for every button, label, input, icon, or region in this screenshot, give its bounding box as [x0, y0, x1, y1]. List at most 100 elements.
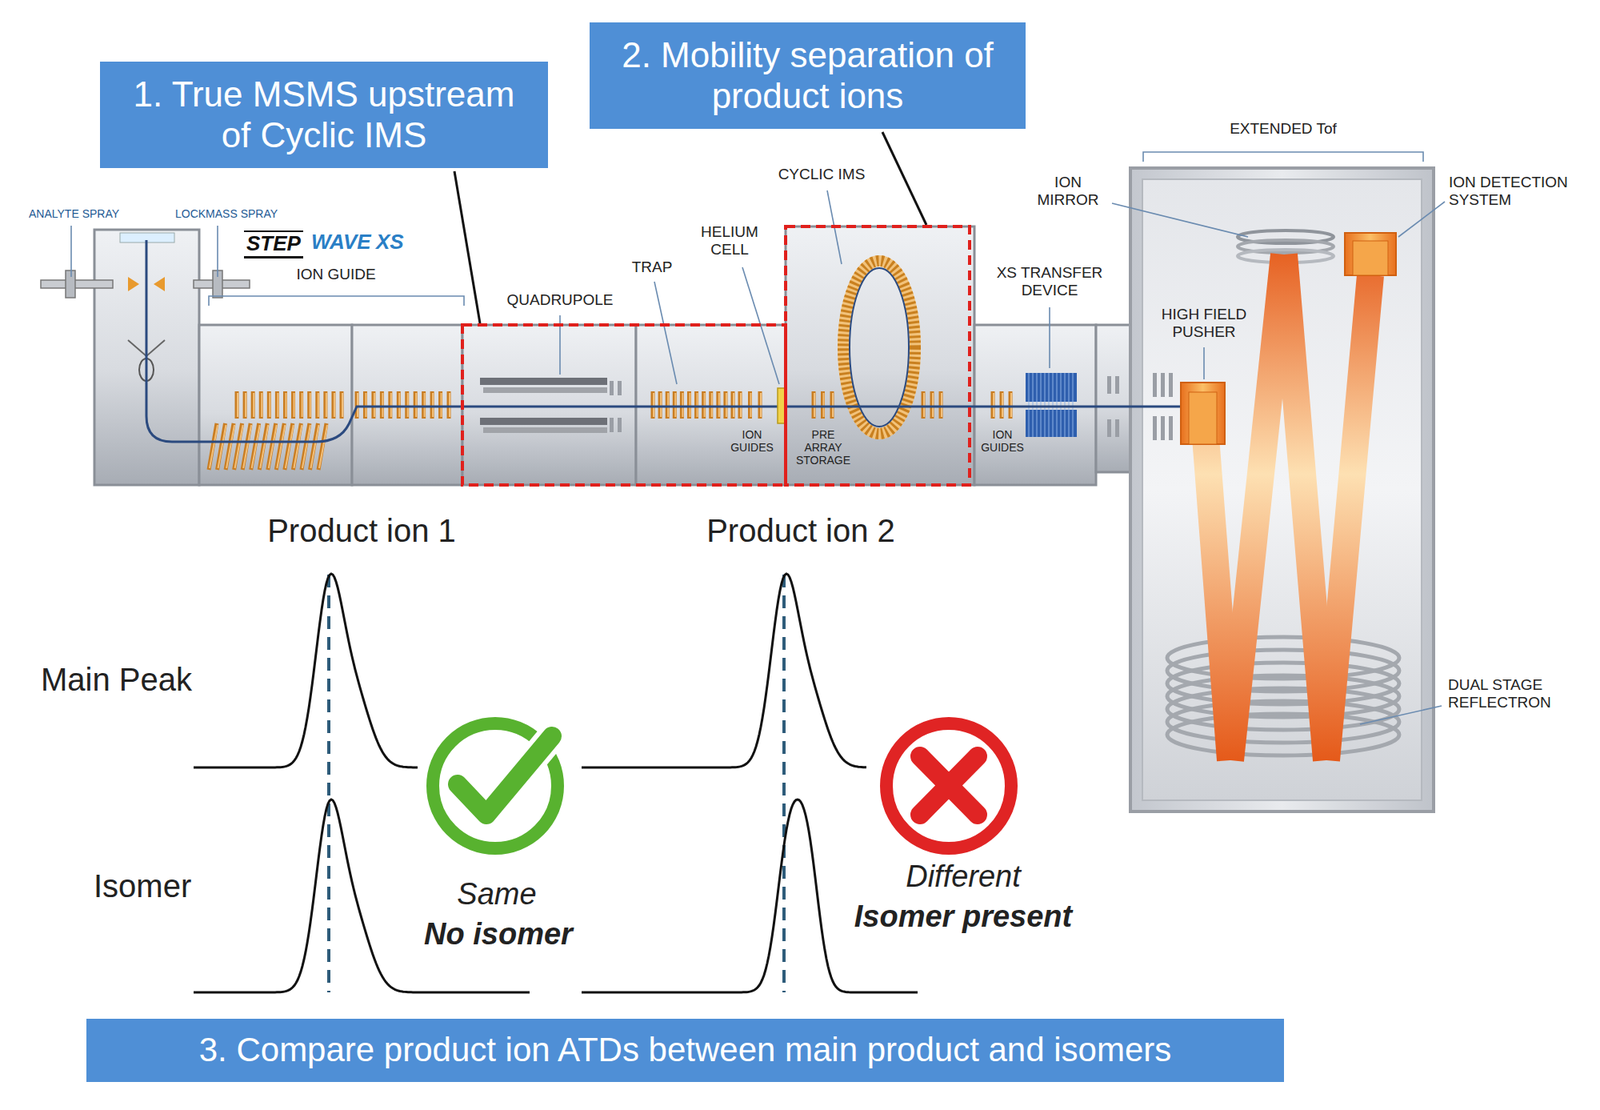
ring-electrodes: [340, 391, 344, 419]
plot-label: Same: [456, 876, 536, 912]
vacuum-housing: [974, 324, 1096, 485]
high-field-pusher: [1180, 382, 1225, 444]
leader-line: [216, 225, 219, 277]
lens-plates: [1160, 372, 1165, 397]
ring-electrodes: [390, 392, 392, 417]
ring-electrodes: [660, 392, 662, 417]
plot-label: Product ion 1: [267, 512, 456, 549]
ring-electrodes: [235, 391, 240, 419]
ring-electrodes: [292, 423, 301, 470]
transfer-device: [1064, 372, 1066, 437]
ring-electrodes: [318, 423, 327, 470]
ring-electrodes: [1010, 392, 1012, 417]
part-label: QUADRUPOLE: [506, 291, 613, 309]
ring-electrodes: [651, 391, 656, 419]
ring-electrodes: [293, 424, 302, 468]
ring-electrodes: [252, 392, 255, 417]
part-label: ION MIRROR: [1028, 173, 1108, 209]
ring-electrodes: [696, 392, 699, 417]
ring-electrodes: [325, 392, 328, 417]
ring-electrodes: [672, 391, 677, 419]
ring-electrodes: [992, 391, 1012, 419]
ring-electrodes: [226, 424, 235, 468]
ring-electrodes: [930, 391, 935, 419]
ring-electrodes: [259, 391, 264, 419]
part-label: HIGH FIELD PUSHER: [1152, 305, 1256, 341]
part-label: ION DETECTION SYSTEM: [1448, 173, 1592, 209]
ring-electrodes: [820, 391, 825, 419]
cyclic-ims-ring: [843, 260, 916, 434]
ring-electrodes: [652, 392, 655, 417]
part-label: TRAP: [632, 258, 673, 276]
ring-electrodes: [243, 391, 248, 419]
transfer-device: [1025, 372, 1077, 437]
lens-plates: [1107, 419, 1112, 437]
ring-electrodes: [438, 391, 443, 419]
ring-electrodes: [244, 392, 247, 417]
ring-electrodes: [447, 391, 452, 419]
ring-electrodes: [723, 391, 728, 419]
ring-electrodes: [307, 391, 312, 419]
lens-plates: [1107, 376, 1112, 394]
ring-electrodes: [243, 424, 252, 468]
ring-electrodes: [407, 392, 409, 417]
leader-line: [654, 281, 677, 384]
ring-electrodes: [939, 391, 944, 419]
vacuum-housing: [1096, 324, 1131, 472]
ring-electrodes: [923, 391, 942, 419]
vacuum-housing: [785, 226, 975, 485]
ring-electrodes: [283, 391, 288, 419]
callout-box: 3. Compare product ion ATDs between main…: [86, 1018, 1284, 1082]
leader-line: [1048, 307, 1051, 368]
check-icon: [457, 736, 552, 815]
ring-electrodes: [658, 391, 663, 419]
ring-electrodes: [373, 392, 376, 417]
transfer-device: [1060, 372, 1062, 437]
ring-electrodes: [701, 391, 706, 419]
cyclic-ims-ring: [843, 260, 916, 434]
lens-plates: [617, 380, 622, 396]
callout-box: 2. Mobility separation of product ions: [589, 22, 1026, 129]
ring-electrodes: [991, 391, 996, 419]
dual-stage-reflectron: [1167, 662, 1400, 704]
ring-electrodes: [260, 392, 263, 417]
ring-electrodes: [284, 392, 287, 417]
leader-line: [70, 225, 72, 277]
ring-electrodes: [725, 392, 728, 417]
ring-electrodes: [259, 423, 268, 470]
dual-stage-reflectron: [1167, 649, 1400, 692]
vacuum-housing: [1142, 179, 1422, 800]
ring-electrodes: [1000, 391, 1004, 419]
cyclic-ims-ring: [843, 260, 916, 434]
spray-emitter: [40, 280, 113, 288]
ring-electrodes: [319, 424, 328, 468]
ring-electrodes: [667, 392, 669, 417]
ring-electrodes: [208, 423, 217, 470]
leader-line: [1203, 347, 1205, 380]
logo-text: XS: [376, 230, 404, 255]
source-label: ANALYTE SPRAY: [28, 207, 120, 220]
ring-electrodes: [268, 424, 277, 468]
ring-electrodes: [404, 391, 409, 419]
quadrupole-rods: [483, 387, 608, 393]
region-outline: [462, 324, 786, 485]
lens-plates: [1160, 416, 1165, 440]
ring-electrodes: [208, 423, 328, 470]
callout-text: 1. True MSMS upstream of Cyclic IMS: [114, 74, 534, 156]
arrival-time-peak: [193, 573, 418, 768]
cross-icon: [920, 756, 978, 815]
ring-electrodes: [932, 392, 934, 417]
ring-electrodes: [252, 424, 260, 468]
ring-electrodes: [276, 423, 284, 470]
ring-electrodes: [276, 392, 279, 417]
ion-beam: [146, 240, 1184, 442]
high-field-pusher: [1188, 392, 1217, 444]
ring-electrodes: [694, 391, 699, 419]
ring-electrodes: [823, 392, 825, 417]
cross-icon: [920, 756, 978, 815]
dual-stage-reflectron: [1167, 713, 1400, 756]
ring-electrodes: [218, 424, 227, 468]
ring-electrodes: [317, 392, 320, 417]
plot-label: Product ion 2: [706, 512, 896, 549]
ring-electrodes: [225, 423, 234, 470]
